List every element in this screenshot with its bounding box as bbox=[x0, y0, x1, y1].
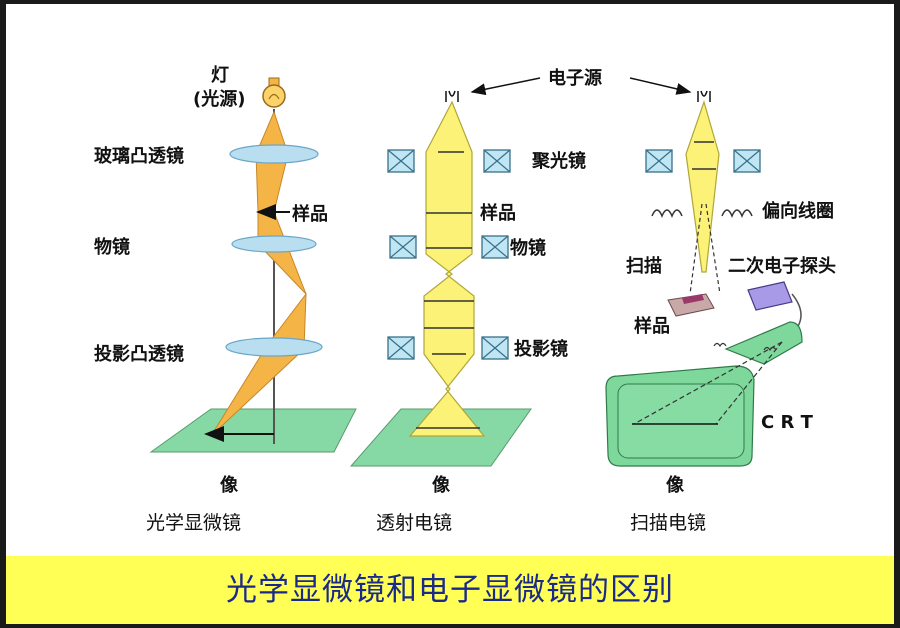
label-light-source: (光源) bbox=[193, 88, 245, 110]
sem-beam bbox=[685, 100, 720, 273]
sem-microscope bbox=[605, 90, 803, 467]
tem-objective-coils bbox=[389, 235, 509, 259]
slide: 灯 (光源) 玻璃凸透镜 样品 物镜 投影凸透镜 电子源 聚光镜 样品 物镜 投… bbox=[6, 4, 894, 624]
electron-source-arrow-right bbox=[629, 77, 692, 95]
microscope-comparison-diagram: 灯 (光源) 玻璃凸透镜 样品 物镜 投影凸透镜 电子源 聚光镜 样品 物镜 投… bbox=[94, 65, 836, 534]
optical-objective-lens bbox=[231, 235, 317, 253]
label-sample-3: 样品 bbox=[634, 315, 670, 337]
label-deflection-coil: 偏向线圈 bbox=[762, 200, 834, 222]
label-secondary-electron-probe: 二次电子探头 bbox=[728, 255, 836, 277]
tem-beam bbox=[408, 100, 486, 437]
label-condenser-lens: 聚光镜 bbox=[531, 150, 586, 172]
tem-electron-gun bbox=[445, 90, 459, 102]
sem-deflection-coil-left bbox=[651, 209, 683, 218]
sem-deflection-coil-right bbox=[721, 209, 753, 218]
tem-projection-coils bbox=[387, 336, 509, 360]
label-sample-1: 样品 bbox=[292, 203, 328, 225]
tem-condenser-coils bbox=[387, 149, 511, 173]
label-crt: C R T bbox=[761, 412, 814, 433]
sem-sample bbox=[667, 293, 715, 317]
tem-image-plate bbox=[349, 408, 532, 467]
label-objective-lens-1: 物镜 bbox=[94, 236, 130, 258]
sem-scan-line bbox=[689, 203, 703, 295]
electron-source-arrow-left bbox=[470, 77, 541, 96]
sem-electron-gun bbox=[697, 90, 711, 102]
sem-scan-line bbox=[705, 203, 721, 295]
label-objective-lens-2: 物镜 bbox=[510, 237, 546, 259]
label-sample-2: 样品 bbox=[480, 202, 516, 224]
crt-monitor bbox=[605, 321, 803, 467]
projection-convex-lens bbox=[225, 337, 323, 357]
label-projection-convex-lens: 投影凸透镜 bbox=[94, 343, 184, 365]
label-image-3: 像 bbox=[666, 475, 685, 496]
caption-optical-microscope: 光学显微镜 bbox=[146, 512, 241, 534]
label-image-2: 像 bbox=[432, 475, 451, 496]
label-lamp: 灯 bbox=[211, 65, 229, 86]
tem-microscope bbox=[349, 90, 532, 467]
optical-image-plate bbox=[149, 408, 357, 453]
label-electron-source: 电子源 bbox=[548, 67, 602, 89]
lamp-icon bbox=[262, 77, 286, 108]
page-title: 光学显微镜和电子显微镜的区别 bbox=[226, 572, 674, 608]
optical-microscope bbox=[149, 77, 357, 453]
caption-tem: 透射电镜 bbox=[376, 512, 452, 534]
label-glass-convex-lens: 玻璃凸透镜 bbox=[94, 145, 184, 167]
label-scanning: 扫描 bbox=[626, 255, 662, 277]
secondary-electron-detector bbox=[747, 281, 793, 311]
title-banner: 光学显微镜和电子显微镜的区别 bbox=[6, 556, 894, 624]
sem-condenser-coils bbox=[645, 149, 761, 173]
glass-convex-lens bbox=[229, 144, 319, 164]
label-image-1: 像 bbox=[220, 475, 239, 496]
label-projection-lens: 投影镜 bbox=[514, 338, 568, 360]
caption-sem: 扫描电镜 bbox=[630, 512, 706, 534]
